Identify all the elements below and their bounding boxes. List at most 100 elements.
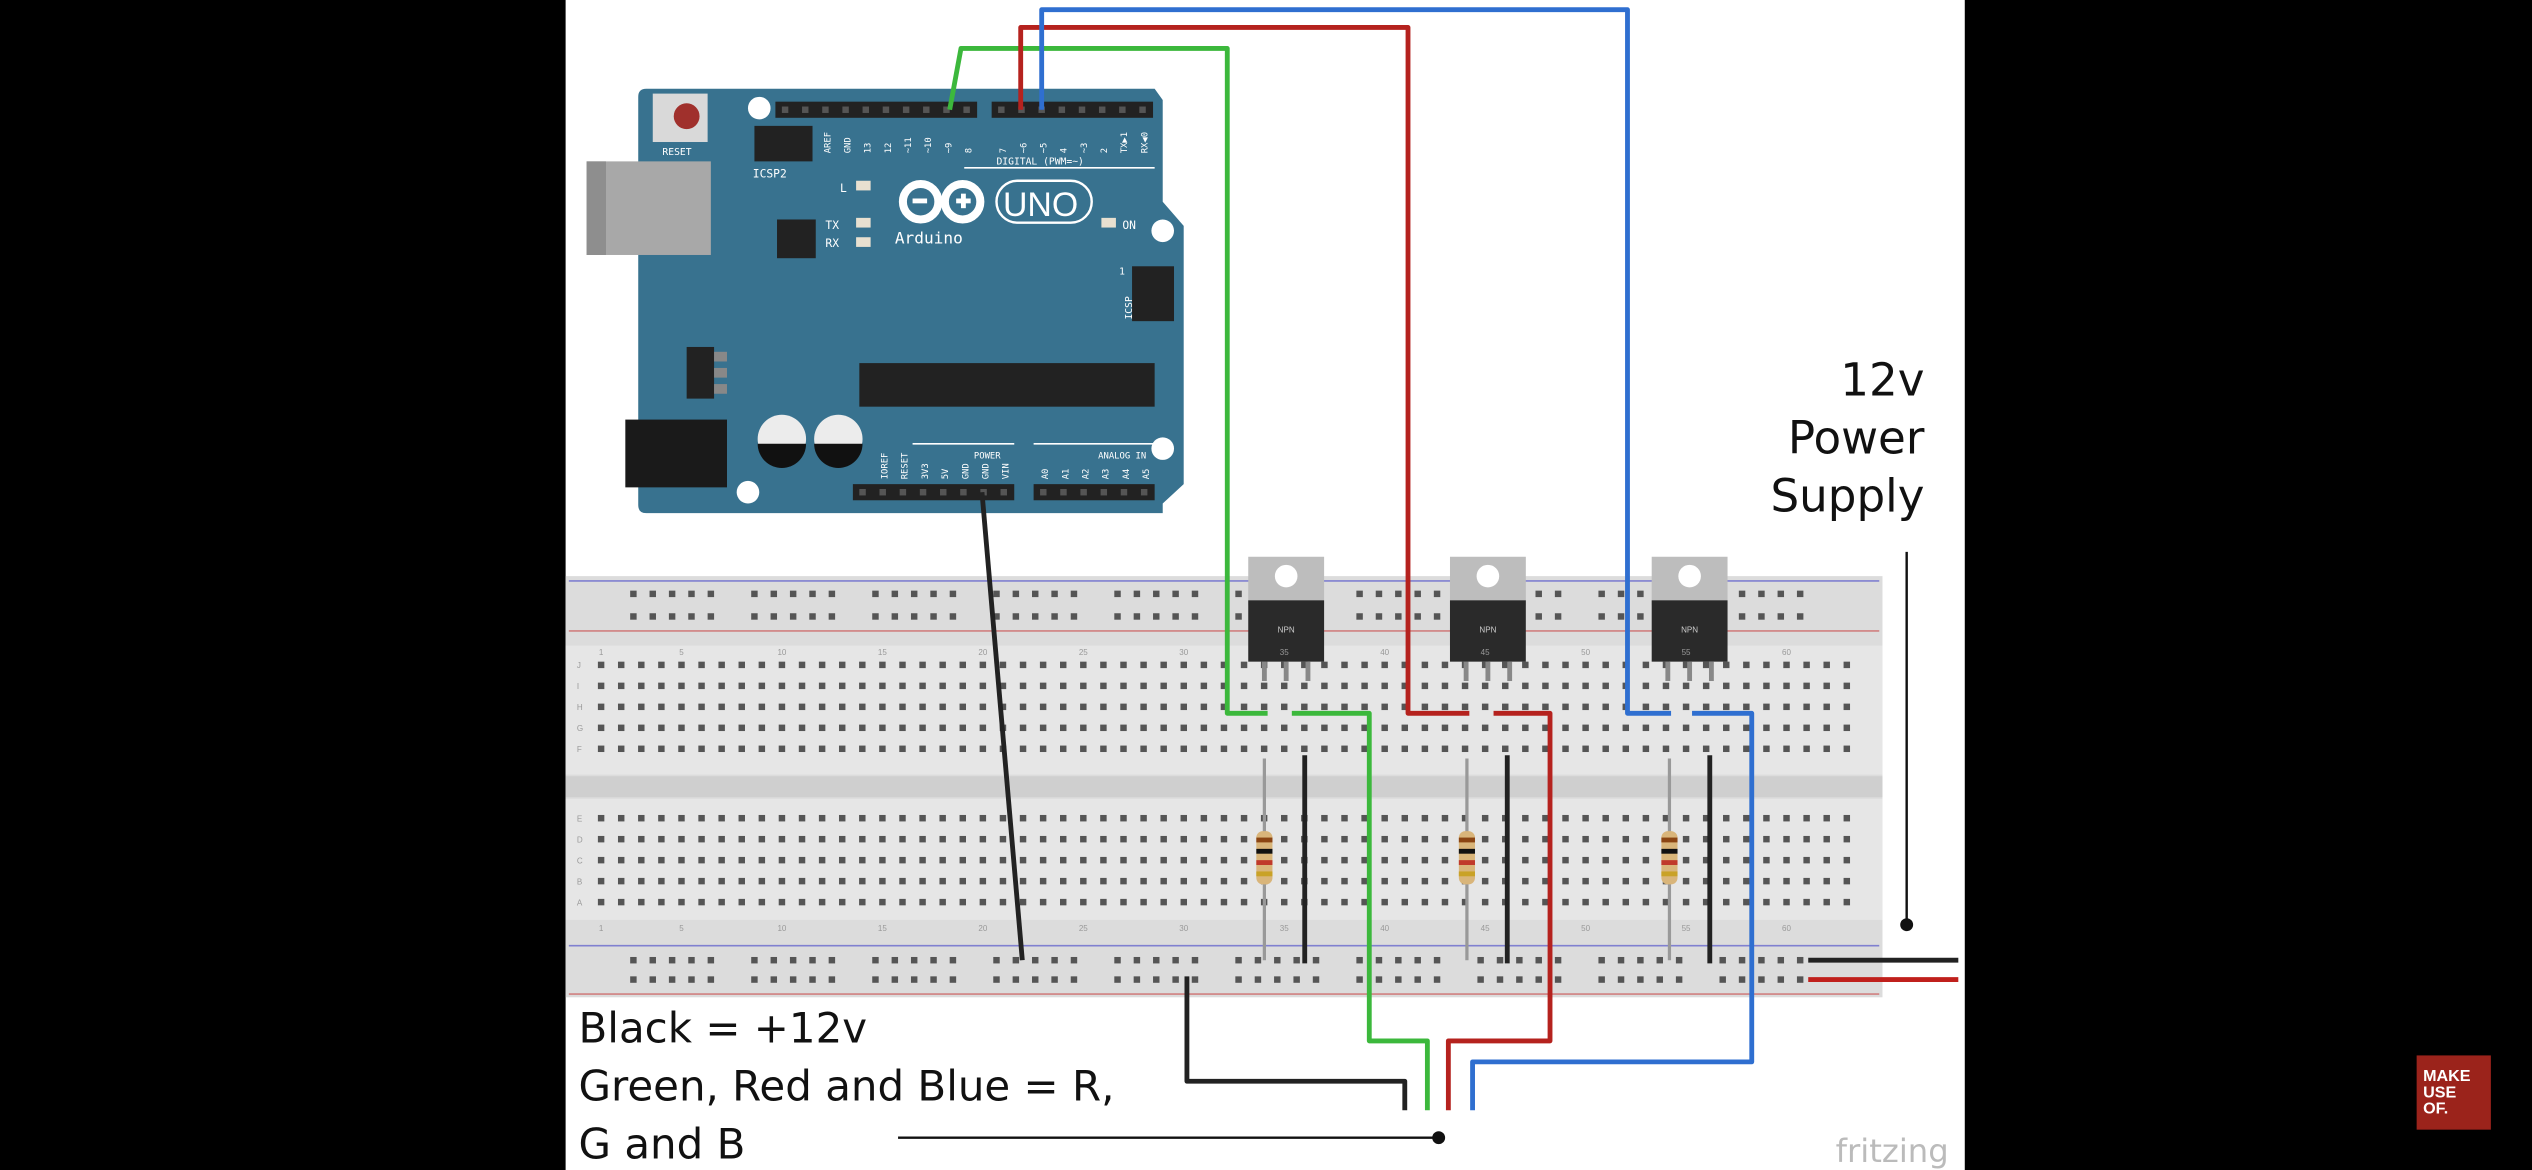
make-use-of-logo[interactable]: MAKE USE OF. bbox=[2416, 1055, 2491, 1130]
breadboard-hole bbox=[979, 814, 987, 822]
rail-hole bbox=[1032, 976, 1039, 983]
header-pin[interactable] bbox=[1140, 488, 1148, 496]
breadboard-hole bbox=[999, 835, 1007, 843]
breadboard-hole bbox=[758, 703, 766, 711]
column-number: 15 bbox=[878, 924, 887, 933]
breadboard-hole bbox=[1723, 724, 1730, 732]
column-number: 60 bbox=[1782, 648, 1791, 657]
breadboard-hole bbox=[1562, 661, 1569, 669]
header-pin[interactable] bbox=[1000, 488, 1007, 496]
npn-transistor[interactable]: NPN bbox=[1651, 556, 1728, 682]
rail-hole bbox=[1012, 956, 1020, 964]
header-pin[interactable] bbox=[1080, 488, 1087, 496]
npn-transistor[interactable]: NPN bbox=[1248, 556, 1325, 682]
header-pin[interactable] bbox=[842, 106, 849, 113]
rail-hole bbox=[949, 613, 957, 620]
rail-hole bbox=[1153, 590, 1160, 598]
breadboard-hole bbox=[1803, 745, 1810, 753]
breadboard-hole bbox=[1602, 898, 1609, 906]
breadboard-hole bbox=[718, 661, 725, 669]
column-number: 10 bbox=[777, 648, 786, 657]
rail-hole bbox=[1032, 956, 1039, 964]
breadboard-hole bbox=[1763, 745, 1770, 753]
breadboard-hole bbox=[1763, 724, 1770, 732]
header-pin[interactable] bbox=[1100, 488, 1108, 496]
breadboard-hole bbox=[999, 661, 1007, 669]
npn-transistor[interactable]: NPN bbox=[1449, 556, 1526, 682]
header-pin[interactable] bbox=[963, 106, 970, 113]
breadboard-hole bbox=[1200, 877, 1208, 885]
header-pin[interactable] bbox=[940, 488, 947, 496]
breadboard-hole bbox=[1441, 724, 1449, 732]
breadboard-hole bbox=[919, 898, 926, 906]
header-pin[interactable] bbox=[1078, 106, 1086, 113]
resistor[interactable] bbox=[1458, 758, 1475, 961]
breadboard-hole bbox=[638, 835, 645, 843]
header-pin[interactable] bbox=[781, 106, 789, 113]
breadboard-hole bbox=[798, 745, 806, 753]
breadboard-hole bbox=[979, 661, 987, 669]
breadboard-hole bbox=[1542, 724, 1549, 732]
header-pin[interactable] bbox=[1040, 488, 1047, 496]
rail-hole bbox=[949, 976, 957, 983]
breadboard-hole bbox=[1743, 814, 1750, 822]
breadboard-hole bbox=[638, 814, 645, 822]
breadboard-hole bbox=[1361, 877, 1368, 885]
header-pin[interactable] bbox=[882, 106, 890, 113]
rail-hole bbox=[1738, 976, 1746, 983]
header-pin[interactable] bbox=[802, 106, 809, 113]
led-tx-label: TX bbox=[825, 219, 839, 232]
breadboard-hole bbox=[1723, 703, 1730, 711]
breadboard-hole bbox=[838, 703, 846, 711]
breadboard-hole bbox=[638, 898, 645, 906]
header-pin[interactable] bbox=[859, 488, 866, 496]
breadboard-hole bbox=[1039, 877, 1047, 885]
breadboard-hole bbox=[1582, 724, 1589, 732]
header-pin[interactable] bbox=[943, 106, 950, 113]
breadboard-hole bbox=[1059, 724, 1067, 732]
header-pin[interactable] bbox=[960, 488, 967, 496]
header-pin[interactable] bbox=[1060, 488, 1067, 496]
header-pin[interactable] bbox=[998, 106, 1005, 113]
breadboard-hole bbox=[1743, 682, 1750, 690]
header-pin[interactable] bbox=[1058, 106, 1066, 113]
breadboard-hole bbox=[738, 682, 745, 690]
header-pin[interactable] bbox=[862, 106, 870, 113]
header-pin[interactable] bbox=[923, 106, 930, 113]
digital-header-left bbox=[775, 101, 978, 118]
rail-hole bbox=[1032, 613, 1039, 620]
annotation-line: Power bbox=[1788, 411, 1925, 464]
breadboard-hole bbox=[658, 661, 665, 669]
breadboard-hole bbox=[1100, 661, 1107, 669]
breadboard-hole bbox=[1361, 856, 1368, 864]
breadboard-hole bbox=[1522, 661, 1529, 669]
breadboard-hole bbox=[838, 661, 846, 669]
rail-hole bbox=[1414, 976, 1421, 983]
header-pin[interactable] bbox=[1139, 106, 1146, 113]
breadboard-hole bbox=[1702, 724, 1710, 732]
pin-label: A0 bbox=[1041, 469, 1051, 480]
header-pin[interactable] bbox=[879, 488, 886, 496]
header-pin[interactable] bbox=[899, 488, 907, 496]
rail-hole bbox=[1235, 956, 1242, 964]
breadboard-hole bbox=[1401, 835, 1409, 843]
resistor[interactable] bbox=[1256, 758, 1273, 961]
header-pin[interactable] bbox=[1098, 106, 1106, 113]
header-pin[interactable] bbox=[902, 106, 910, 113]
breadboard-hole bbox=[1441, 682, 1449, 690]
header-pin[interactable] bbox=[1119, 106, 1126, 113]
pin-label: ~11 bbox=[904, 137, 914, 153]
breadboard-hole bbox=[1401, 661, 1409, 669]
resistor[interactable] bbox=[1661, 758, 1678, 961]
breadboard-hole bbox=[1180, 898, 1188, 906]
header-pin[interactable] bbox=[919, 488, 927, 496]
rail-hole bbox=[1637, 976, 1644, 983]
header-pin[interactable] bbox=[822, 106, 829, 113]
breadboard-hole bbox=[838, 856, 846, 864]
rail-hole bbox=[1356, 613, 1363, 620]
rail-hole bbox=[1617, 976, 1625, 983]
column-number: 5 bbox=[679, 648, 684, 657]
header-pin[interactable] bbox=[1120, 488, 1128, 496]
wire-green bbox=[1291, 710, 1430, 1111]
rail-hole bbox=[1554, 613, 1562, 620]
